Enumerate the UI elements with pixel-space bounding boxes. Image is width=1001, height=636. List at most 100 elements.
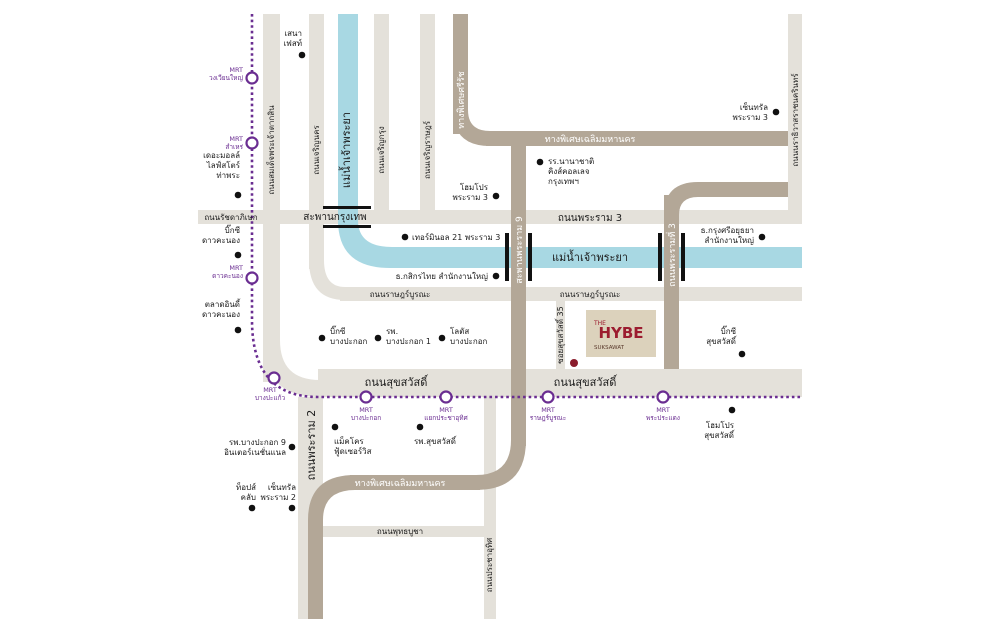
mrt-purple-line [250,14,802,399]
bridge-rama3-right [681,233,685,281]
label-river-horizontal: แม่น้ำเจ้าพระยา [552,249,628,264]
project-logo-brand: HYBE [598,324,643,342]
poi-dot-lotus-bpk[interactable] [438,334,446,342]
mrt-stations [245,71,670,404]
mrt-station-bangpakok[interactable] [359,390,373,404]
poi-dot-hosp-bpk1[interactable] [374,334,382,342]
exp-corner-bottom [476,440,526,490]
poi-dot-bigc-suk[interactable] [738,350,746,358]
mrt-station-bangpakaeo[interactable] [267,371,281,385]
mrt-station-ratburana[interactable] [541,390,555,404]
poi-label-tops: ท็อปส์คลับ [236,482,256,502]
poi-label-krungsri: ธ.กรุงศรีอยุธยาสำนักงานใหญ่ [701,226,755,245]
poi-label-hosp-suk: รพ.สุขสวัสดิ์ [414,435,457,446]
project-logo-sub: SUKSAWAT [594,345,625,351]
bridge-krungthep-bottom [323,225,371,228]
road-charoen-rat [420,14,435,210]
road-ratburana [340,287,802,301]
mrt-station-phrapradaeng[interactable] [656,390,670,404]
label-exp-mid-vertical: สะพานพระราม 9 [515,216,525,284]
label-charoen-krung: ถนนเจริญกรุง [377,126,386,173]
expressways [308,14,788,619]
poi-dot-nanachat[interactable] [536,158,544,166]
poi-label-makro: แม็คโครฟู้ดเซอร์วิส [334,436,372,457]
poi-labels: เสนาเฟสท์ เดอะมอลล์ไลฟ์สโตร์ท่าพระ บิ๊กซ… [202,29,768,502]
poi-dot-krungsri[interactable] [758,233,766,241]
poi-label-bigc-bpk: บิ๊กซีบางปะกอก [330,325,368,346]
poi-label-laemchabang: เดอะมอลล์ไลฟ์สโตร์ท่าพระ [203,150,241,180]
poi-dot-makro[interactable] [331,423,339,431]
label-river-vertical: แม่น้ำเจ้าพระยา [338,112,353,188]
road-pracha-uthit [484,397,496,619]
poi-label-homepro-r3: โฮมโปรพระราม 3 [452,182,488,202]
label-exp-sirat: ทางพิเศษศรีรัช [456,71,467,129]
poi-label-kasikorn: ธ.กสิกรไทย สำนักงานใหญ่ [396,272,489,281]
label-soi35: ซอยสุขสวัสดิ์ 35 [554,306,565,363]
poi-dot-hosp-suk[interactable] [416,423,424,431]
poi-dot-tops[interactable] [248,504,256,512]
exp-corner-tl [453,110,490,146]
label-exp-bottom: ทางพิเศษเฉลิมมหานคร [355,478,446,489]
label-exp-right-vertical: ถนนพระรามที่ 3 [665,223,678,287]
poi-label-central-r2: เซ็นทรัลพระราม 2 [260,482,296,502]
exp-corner-right [664,182,788,215]
bridge-rama3-left [658,233,662,281]
poi-label-seren: เสนาเฟสท์ [283,29,302,48]
poi-dot-homepro-r3[interactable] [492,192,500,200]
label-pracha-uthit: ถนนประชาอุทิศ [485,538,494,593]
poi-dot-laemchabang[interactable] [234,191,242,199]
river-bend [338,220,802,268]
poi-dot-talat-dao[interactable] [234,326,242,334]
poi-label-bigc-suk: บิ๊กซีสุขสวัสดิ์ [706,325,737,346]
label-suksawat-right: ถนนสุขสวัสดิ์ [554,374,618,389]
bridge-rama9-right [528,233,532,281]
project-location-marker[interactable] [570,359,578,367]
exp-top [486,131,788,146]
road-charoen-nakhon [309,14,324,269]
project-logo[interactable]: THE HYBE SUKSAWAT [586,310,656,357]
poi-dot-terminal21[interactable] [401,233,409,241]
poi-markers [234,51,780,512]
poi-label-central-r3: เซ็นทรัลพระราม 3 [732,102,768,122]
road-somdet [263,14,280,382]
poi-dot-central-r2[interactable] [288,504,296,512]
mrt-station-samre[interactable] [245,136,259,150]
label-suksawat-left: ถนนสุขสวัสดิ์ [365,374,429,389]
road-charoen-krung [374,14,389,210]
project-logo-box [586,310,656,357]
label-somdet: ถนนสมเด็จพระเจ้าตากสิน [266,105,276,195]
mrt-station-prachauthit[interactable] [439,390,453,404]
label-narathiwat: ถนนนราธิวาสราชนครินทร์ [790,73,800,167]
river [338,14,802,268]
exp-mid-vertical [511,146,526,446]
mrt-line-path [250,14,802,399]
poi-dot-bigc-dao[interactable] [234,251,242,259]
poi-label-terminal21: เทอร์มินอล 21 พระราม 3 [412,232,500,242]
mrt-station-talatphlu[interactable] [245,271,259,285]
project-logo-prefix: THE [593,320,606,327]
label-rama2: ถนนพระราม 2 [305,410,318,481]
poi-label-hosp-bpk1: รพ.บางปะกอก 1 [386,327,431,346]
poi-dot-homepro-suk[interactable] [728,406,736,414]
label-exp-top: ทางพิเศษเฉลิมมหานคร [545,134,636,145]
mrt-station-wongwian[interactable] [245,71,259,85]
poi-dot-central-r3[interactable] [772,108,780,116]
label-rama3: ถนนพระราม 3 [558,213,622,224]
poi-dot-hosp-bpk9[interactable] [288,443,296,451]
label-ratburana-left: ถนนราษฎร์บูรณะ [370,289,431,300]
poi-dot-bigc-bpk[interactable] [318,334,326,342]
poi-dot-kasikorn[interactable] [492,272,500,280]
poi-dot-seren[interactable] [298,51,306,59]
label-rachadaphisek: ถนนรัชดาภิเษก [204,213,257,222]
road-labels: ทางพิเศษเฉลิมมหานคร ทางพิเศษเฉลิมมหานคร … [204,71,800,592]
